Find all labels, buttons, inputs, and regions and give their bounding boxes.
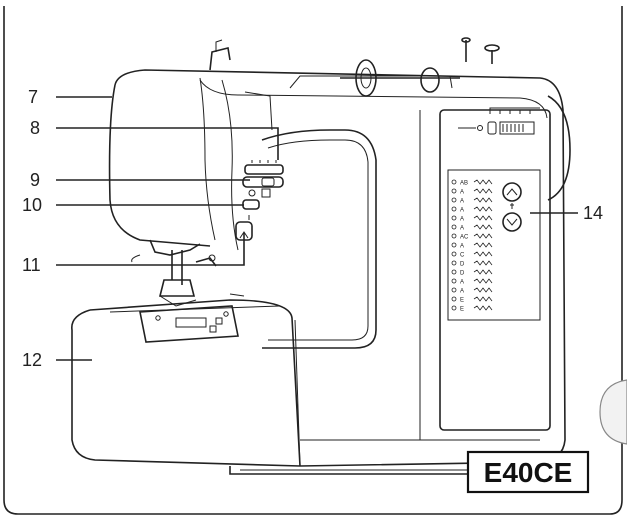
- stitch-code: A: [460, 190, 464, 196]
- callout-labels: 7 8 9 10 11 12 14: [22, 87, 603, 370]
- stitch-glyph: [473, 287, 493, 293]
- stitch-glyph: [473, 188, 493, 194]
- model-badge: E40CE: [466, 450, 590, 494]
- stitch-led: [451, 296, 457, 302]
- stitch-code: A: [460, 199, 464, 205]
- stitch-led: [451, 278, 457, 284]
- callout-14: 14: [583, 203, 603, 223]
- stitch-led: [451, 260, 457, 266]
- stitch-led: [451, 215, 457, 221]
- stitch-led: [451, 269, 457, 275]
- stitch-glyph: [473, 233, 493, 239]
- stitch-code: A: [460, 289, 464, 295]
- stitch-code: AC: [460, 235, 469, 241]
- stitch-glyph: [473, 278, 493, 284]
- stitch-glyph: [473, 179, 493, 185]
- stitch-led: [451, 242, 457, 248]
- front-controls: [235, 160, 284, 241]
- stitch-led: [451, 233, 457, 239]
- stitch-code: A: [460, 217, 464, 223]
- stitch-glyph: [473, 251, 493, 257]
- stitch-glyph: [473, 269, 493, 275]
- stitch-glyph: [473, 215, 493, 221]
- stitch-glyph: [473, 197, 493, 203]
- stitch-led: [451, 206, 457, 212]
- stitch-glyph: [473, 206, 493, 212]
- stitch-led: [451, 251, 457, 257]
- stitch-glyph: [473, 242, 493, 248]
- stitch-led: [451, 188, 457, 194]
- stitch-code: E: [460, 298, 464, 304]
- stitch-led: [451, 305, 457, 311]
- needle-plate: [139, 293, 245, 343]
- stitch-code: D: [460, 271, 465, 277]
- stitch-code: D: [460, 262, 465, 268]
- callout-9: 9: [30, 170, 40, 190]
- callout-7: 7: [28, 87, 38, 107]
- speed-slider[interactable]: [244, 164, 284, 175]
- callout-12: 12: [22, 350, 42, 370]
- model-name: E40CE: [484, 457, 573, 488]
- stitch-code: A: [460, 208, 464, 214]
- stitch-glyph: [473, 305, 493, 311]
- callout-10: 10: [22, 195, 42, 215]
- callout-8: 8: [30, 118, 40, 138]
- stitch-code: A: [460, 280, 464, 286]
- stitch-down-button[interactable]: [502, 212, 522, 232]
- page-tab: [599, 379, 627, 445]
- stitch-code: AB: [460, 181, 468, 187]
- callout-lines: [56, 96, 578, 361]
- stitch-glyph: [473, 224, 493, 230]
- needle-assembly: [131, 239, 217, 307]
- machine-body: [71, 69, 571, 475]
- stitch-code: A: [460, 244, 464, 250]
- stitch-up-button[interactable]: [502, 182, 522, 202]
- stitch-led: [451, 287, 457, 293]
- stitch-glyph: [473, 260, 493, 266]
- spool-area: [209, 37, 500, 97]
- reverse-button[interactable]: [242, 199, 260, 210]
- diagram-frame: [3, 6, 623, 515]
- stitch-code: C: [460, 253, 465, 259]
- stitch-led: [451, 197, 457, 203]
- stitch-indicator: [458, 107, 540, 135]
- callout-11: 11: [22, 255, 41, 275]
- stitch-glyph: [473, 296, 493, 302]
- stitch-led: [451, 224, 457, 230]
- stitch-code: E: [460, 307, 464, 313]
- stitch-led: [451, 179, 457, 185]
- stitch-code: A: [460, 226, 464, 232]
